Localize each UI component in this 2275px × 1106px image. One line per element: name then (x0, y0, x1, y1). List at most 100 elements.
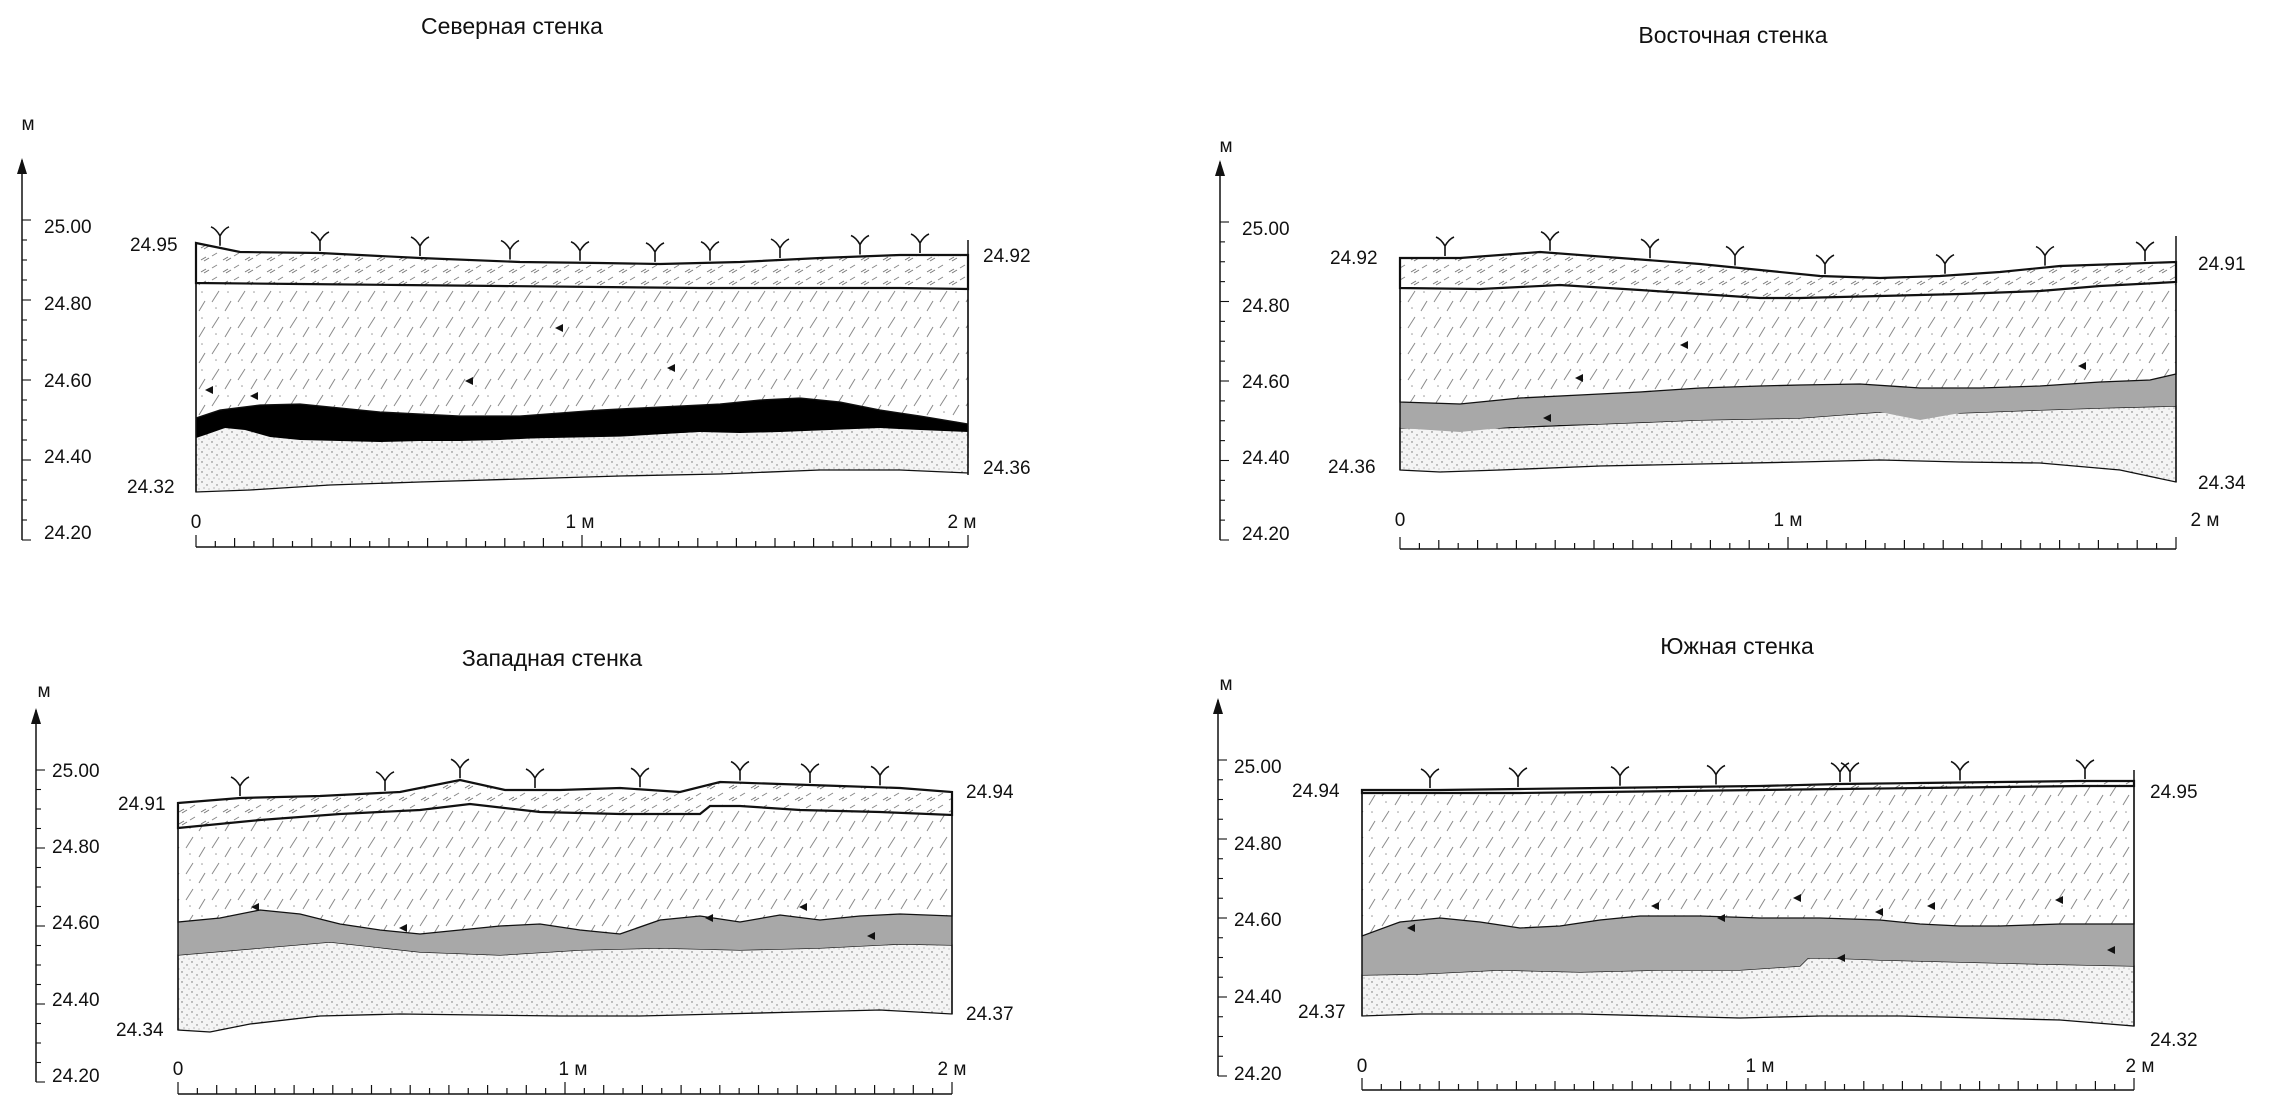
x-tick-label: 2 м (2191, 510, 2220, 531)
axis-arrow-icon (31, 708, 41, 724)
elevation-right-top: 24.94 (966, 782, 1014, 803)
find-marker-icon (399, 924, 407, 932)
grass-icon (1435, 236, 1455, 256)
grass-icon (645, 242, 665, 262)
find-marker-icon (2055, 896, 2063, 904)
grass-icon (1420, 768, 1440, 788)
grass-icon (310, 231, 330, 251)
distance-scale: 0 1 м 2 м (173, 1059, 967, 1095)
grass-icon (1830, 762, 1850, 783)
distance-scale: 0 1 м 2 м (191, 512, 977, 548)
find-marker-icon (867, 932, 875, 940)
elevation-right-top: 24.91 (2198, 254, 2246, 275)
find-marker-icon (1407, 924, 1415, 932)
y-tick-label: 24.80 (1242, 296, 1290, 317)
find-marker-icon (1543, 414, 1551, 422)
elevation-left-bottom: 24.32 (127, 477, 175, 498)
x-tick-label: 0 (1395, 510, 1406, 531)
y-tick-label: 24.60 (1234, 910, 1282, 931)
section-profile (1360, 759, 2136, 1027)
y-tick-label: 24.40 (1234, 987, 1282, 1008)
find-marker-icon (1927, 902, 1935, 910)
elevation-left-bottom: 24.37 (1298, 1002, 1346, 1023)
axis-unit: м (21, 114, 34, 135)
x-tick-label: 1 м (566, 512, 595, 533)
x-tick-label: 1 м (1746, 1056, 1775, 1077)
elevation-right-bottom: 24.32 (2150, 1030, 2198, 1051)
y-tick-label: 24.40 (52, 990, 100, 1011)
panel-title: Южная стенка (1660, 633, 1814, 659)
grass-icon (2135, 241, 2155, 262)
find-marker-icon (1717, 914, 1725, 922)
grass-symbols (1435, 230, 2155, 275)
grass-icon (630, 767, 650, 788)
grass-icon (1508, 767, 1528, 788)
grass-symbols (1420, 759, 2095, 788)
x-tick-label: 2 м (2126, 1056, 2155, 1077)
elevation-left-top: 24.91 (118, 794, 166, 815)
find-marker-icon (1793, 894, 1801, 902)
grass-icon (410, 236, 430, 256)
find-marker-icon (465, 377, 473, 385)
axis-unit: м (1219, 136, 1232, 157)
grass-icon (1640, 238, 1660, 259)
x-tick-label: 2 м (948, 512, 977, 533)
elevation-left-bottom: 24.36 (1328, 457, 1376, 478)
y-tick-label: 25.00 (52, 761, 100, 782)
grass-icon (210, 226, 230, 246)
y-tick-label: 25.00 (1242, 219, 1290, 240)
loam-layer (1361, 785, 2135, 937)
find-marker-icon (251, 903, 259, 911)
find-marker-icon (1680, 341, 1688, 349)
find-markers (1543, 341, 2086, 422)
find-marker-icon (205, 386, 213, 394)
axis-unit: м (37, 681, 50, 702)
x-tick-marks (1399, 537, 2177, 549)
elevation-right-bottom: 24.37 (966, 1004, 1014, 1025)
y-tick-label: 25.00 (44, 217, 92, 238)
grass-icon (800, 763, 820, 783)
elevation-axis: м 25.00 24.80 24.60 24.40 24.20 (1215, 136, 1290, 545)
panel-title: Северная стенка (421, 13, 603, 39)
x-tick-label: 1 м (1774, 510, 1803, 531)
elevation-right-top: 24.95 (2150, 782, 2198, 803)
panel-west: Западная стенка м 25.00 24.80 24.60 24.4… (31, 645, 1014, 1095)
x-tick-label: 2 м (938, 1059, 967, 1080)
section-profile (194, 226, 970, 493)
grass-icon (2075, 759, 2095, 779)
find-marker-icon (1575, 374, 1583, 382)
grass-icon (1935, 253, 1955, 274)
axis-unit: м (1219, 674, 1232, 695)
find-marker-icon (250, 392, 258, 400)
elevation-right-top: 24.92 (983, 246, 1031, 267)
black-layer (196, 398, 968, 442)
elevation-left-top: 24.94 (1292, 781, 1340, 802)
y-tick-label: 24.60 (52, 913, 100, 934)
grass-icon (1950, 760, 1970, 781)
x-tick-label: 0 (173, 1059, 184, 1080)
x-tick-label: 1 м (559, 1059, 588, 1080)
y-tick-label: 24.20 (1242, 524, 1290, 545)
y-tick-label: 25.00 (1234, 757, 1282, 778)
grass-icon (910, 233, 930, 253)
elevation-right-bottom: 24.34 (2198, 473, 2246, 494)
panel-south: Южная стенка м 25.00 24.80 24.60 24.40 2… (1213, 633, 2198, 1091)
y-tick-label: 24.80 (44, 294, 92, 315)
y-tick-label: 24.60 (44, 371, 92, 392)
y-tick-label: 24.20 (44, 523, 92, 544)
y-tick-label: 24.40 (44, 447, 92, 468)
y-tick-label: 24.20 (1234, 1064, 1282, 1085)
y-tick-marks (36, 769, 45, 1083)
find-marker-icon (555, 324, 563, 332)
find-marker-icon (1651, 902, 1659, 910)
panel-east: Восточная стенка м 25.00 24.80 24.60 24.… (1215, 22, 2246, 550)
grass-icon (850, 234, 870, 255)
x-tick-marks (177, 1082, 953, 1094)
grass-icon (450, 758, 470, 779)
elevation-left-top: 24.95 (130, 235, 178, 256)
sand-layer (177, 941, 953, 1033)
grass-icon (1706, 764, 1726, 785)
grass-icon (1725, 245, 1745, 266)
section-profile (1398, 230, 2178, 483)
